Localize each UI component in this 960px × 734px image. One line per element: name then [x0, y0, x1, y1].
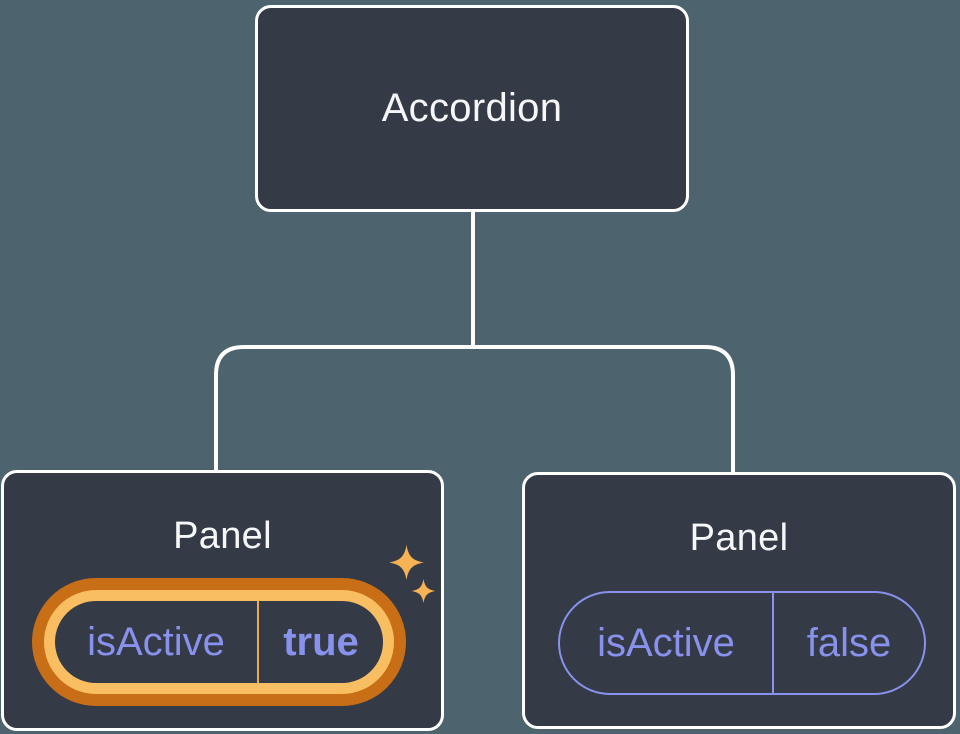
- accordion-node-label: Accordion: [381, 86, 563, 130]
- state-value-label: true: [283, 619, 359, 664]
- state-key-label: isActive: [87, 619, 225, 664]
- panel-inactive-label: Panel: [689, 517, 789, 559]
- state-pill-active: isActive true: [55, 601, 383, 683]
- state-pill-active-highlight-ring: isActive true: [32, 578, 406, 706]
- state-key-label: isActive: [597, 620, 735, 665]
- state-pill-inactive: isActive false: [558, 591, 926, 695]
- state-value-cell: true: [257, 601, 383, 683]
- state-pill-active-inner-ring: isActive true: [44, 590, 394, 694]
- sparkle-small-icon: [411, 579, 436, 603]
- panel-node-inactive: Panel isActive false: [522, 472, 956, 729]
- state-key-cell: isActive: [55, 601, 257, 683]
- state-value-label: false: [806, 620, 892, 665]
- state-key-cell: isActive: [560, 593, 772, 693]
- connector-branch-bracket: [214, 345, 735, 476]
- state-value-cell: false: [772, 593, 924, 693]
- panel-node-active: Panel isActive true: [1, 470, 444, 731]
- sparkle-large-icon: [389, 545, 424, 580]
- panel-active-label: Panel: [173, 515, 272, 557]
- accordion-node: Accordion: [255, 5, 689, 212]
